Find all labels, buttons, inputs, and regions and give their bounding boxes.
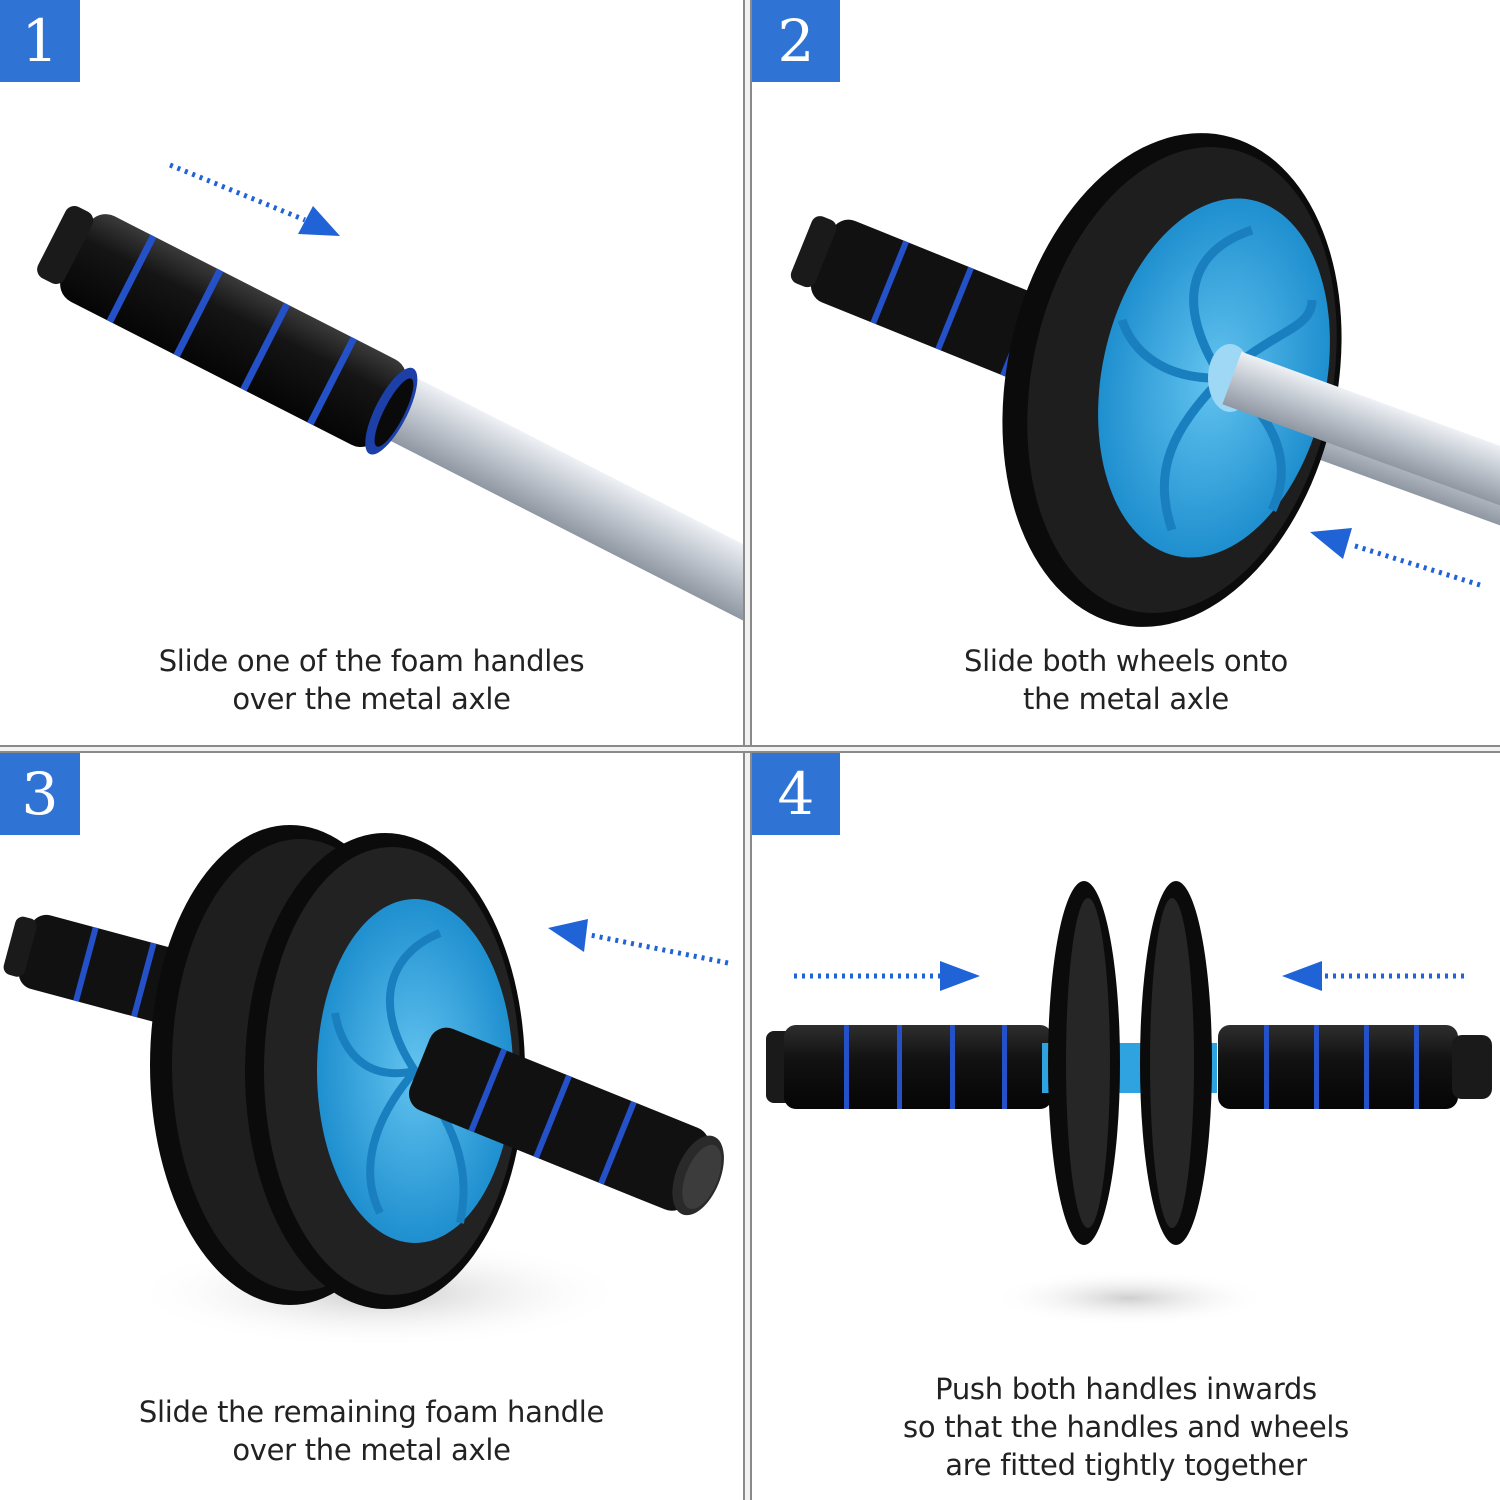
- step-2-illustration: [790, 133, 1500, 627]
- wheel: [1140, 881, 1212, 1245]
- caption-line: Push both handles inwards: [935, 1372, 1317, 1406]
- caption-line: over the metal axle: [232, 682, 511, 716]
- direction-arrow: [794, 961, 980, 991]
- step-number-badge: 2: [752, 0, 840, 82]
- horizontal-divider: [0, 745, 1500, 753]
- step-4-panel: 4 Push both handles inwards so that the …: [752, 753, 1500, 1500]
- caption-line: the metal axle: [1023, 682, 1229, 716]
- caption-line: Slide one of the foam handles: [158, 644, 585, 678]
- direction-arrow: [1282, 961, 1464, 991]
- caption-line: are fitted tightly together: [945, 1448, 1307, 1482]
- step-number-badge: 1: [0, 0, 80, 82]
- step-caption: Slide one of the foam handles over the m…: [0, 642, 743, 718]
- direction-arrow: [1310, 528, 1481, 588]
- step-2-panel: 2 Slide both wheels onto the metal axle: [752, 0, 1500, 745]
- foam-handle: [408, 1027, 724, 1216]
- caption-line: so that the handles and wheels: [903, 1410, 1349, 1444]
- foam-handle: [1218, 1025, 1492, 1109]
- foam-handle: [766, 1025, 1052, 1109]
- caption-line: Slide the remaining foam handle: [138, 1395, 605, 1429]
- foam-handle: [37, 206, 418, 455]
- step-1-illustration: [37, 162, 743, 626]
- step-4-illustration: [766, 881, 1492, 1326]
- step-3-panel: 3 Slide the remaining foam handle over t…: [0, 753, 743, 1500]
- direction-arrow: [169, 162, 340, 236]
- metal-axle: [379, 374, 743, 626]
- step-caption: Slide both wheels onto the metal axle: [752, 642, 1500, 718]
- axle-end: [1222, 351, 1500, 507]
- wheel: [1002, 133, 1342, 627]
- direction-arrow: [548, 919, 729, 966]
- step-caption: Slide the remaining foam handle over the…: [0, 1393, 743, 1469]
- step-1-panel: 1 Slide one of the foam handles over the…: [0, 0, 743, 745]
- wheel: [1048, 881, 1120, 1245]
- step-3-illustration: [3, 825, 729, 1348]
- step-number-badge: 4: [752, 753, 840, 835]
- caption-line: over the metal axle: [232, 1433, 511, 1467]
- step-caption: Push both handles inwards so that the ha…: [752, 1370, 1500, 1484]
- step-number-badge: 3: [0, 753, 80, 835]
- caption-line: Slide both wheels onto: [964, 644, 1288, 678]
